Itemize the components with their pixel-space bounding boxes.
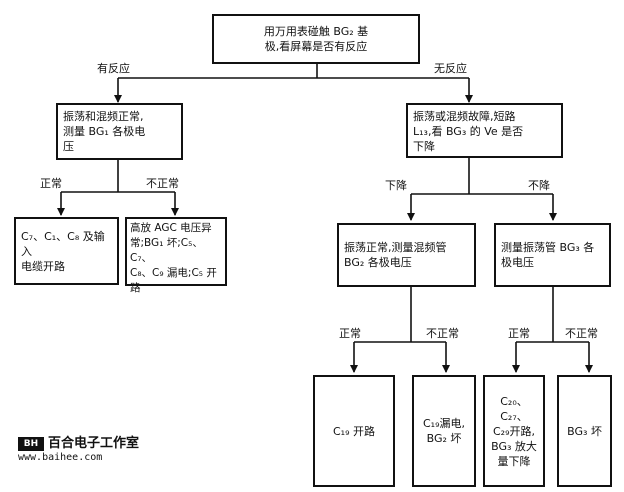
label-has-response: 有反应 <box>97 62 130 75</box>
node-root: 用万用表碰触 BG₂ 基 极,看屏幕是否有反应 <box>212 14 420 64</box>
node-leaf-2: C₁₉漏电, BG₂ 坏 <box>412 375 476 487</box>
label-b2-abnormal: 不正常 <box>565 327 598 340</box>
label-b2-normal: 正常 <box>508 327 530 340</box>
label-b1-normal: 正常 <box>339 327 361 340</box>
logo-url: www.baihee.com <box>18 452 103 463</box>
label-no-drop: 不降 <box>528 179 550 192</box>
label-left-normal: 正常 <box>40 177 62 190</box>
label-b1-abnormal: 不正常 <box>426 327 459 340</box>
node-osc-fault: 振荡或混频故障,短路 L₁₃,看 BG₃ 的 Ve 是否 下降 <box>406 103 563 158</box>
node-drop: 振荡正常,测量混频管 BG₂ 各极电压 <box>337 223 476 287</box>
label-drop: 下降 <box>385 179 407 192</box>
node-leaf-3: C₂₀、C₂₇、 C₂₉开路, BG₃ 放大 量下降 <box>483 375 545 487</box>
logo-name: 百合电子工作室 <box>48 436 140 451</box>
logo-mark: BH <box>18 437 44 451</box>
node-leaf-4: BG₃ 坏 <box>557 375 612 487</box>
node-left-normal: C₇、C₁、C₈ 及输入 电缆开路 <box>14 217 119 285</box>
node-leaf-1: C₁₉ 开路 <box>313 375 395 487</box>
label-left-abnormal: 不正常 <box>146 177 179 190</box>
node-no-drop: 测量振荡管 BG₃ 各 极电压 <box>494 223 611 287</box>
node-osc-ok: 振荡和混频正常, 测量 BG₁ 各极电 压 <box>56 103 183 160</box>
label-no-response: 无反应 <box>434 62 467 75</box>
watermark-logo: BH 百合电子工作室 www.baihee.com <box>18 435 168 465</box>
node-left-abnormal: 高放 AGC 电压异 常;BG₁ 坏;C₅、C₇、 C₈、C₉ 漏电;C₅ 开 … <box>125 217 227 294</box>
